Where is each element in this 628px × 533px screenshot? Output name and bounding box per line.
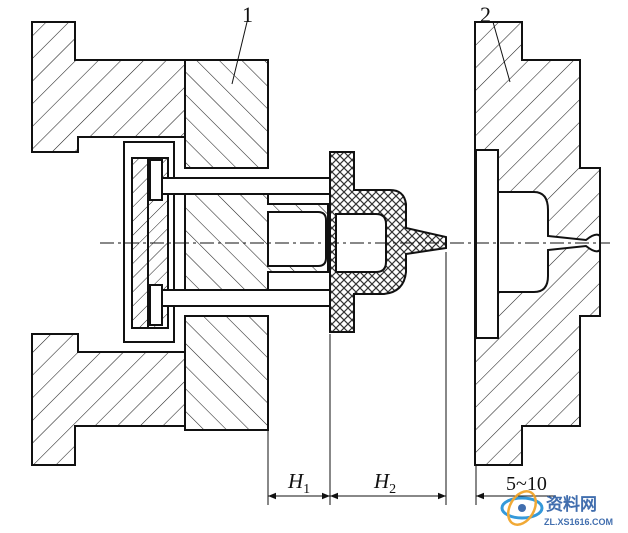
part-label-1: 1 [242, 2, 253, 27]
dim-label-h2: H2 [373, 469, 396, 497]
cavity [497, 191, 601, 293]
part-label-2: 2 [480, 2, 491, 27]
watermark-brand: 资料网 [546, 494, 597, 514]
clamp-plate-upper [31, 21, 186, 153]
cavity-insert [475, 149, 499, 339]
molded-part [329, 151, 447, 333]
watermark-url: ZL.XS1616.COM [544, 517, 613, 527]
ejector-pin-upper [161, 177, 335, 195]
watermark-logo-icon [500, 490, 544, 526]
clamp-plate-lower [31, 333, 186, 466]
mold-body-lower [184, 315, 269, 431]
dim-label-h1: H1 [287, 469, 310, 497]
leader-line-1 [231, 21, 248, 85]
mold-body-upper [184, 59, 269, 169]
dimension-group: H1 H2 5~10 [267, 252, 556, 505]
dim-label-gap: 5~10 [506, 473, 547, 495]
watermark: 资料网 ZL.XS1616.COM [500, 490, 613, 527]
leader-line-2 [492, 21, 511, 83]
ejector-pin-lower [161, 289, 335, 307]
ejector-pin-head-upper [149, 159, 163, 201]
core-recess [267, 211, 327, 267]
ejector-pin-head-lower [149, 284, 163, 326]
